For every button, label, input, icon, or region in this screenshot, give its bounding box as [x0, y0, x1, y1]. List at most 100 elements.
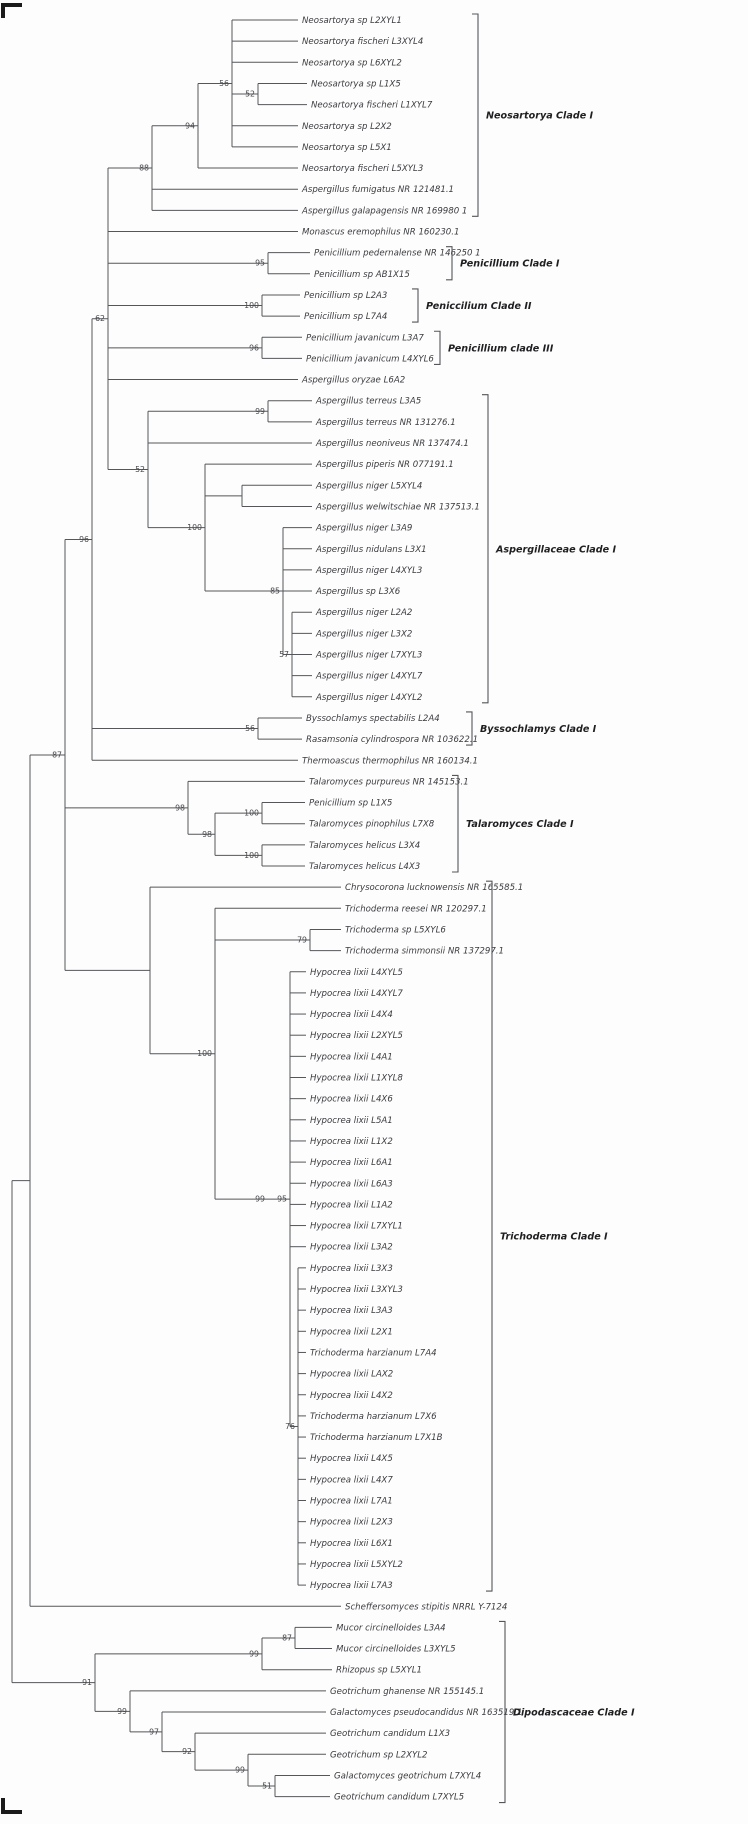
- clade-label: Penicillium Clade I: [460, 259, 560, 270]
- taxon-label: Hypocrea lixii L4X6: [310, 1095, 393, 1105]
- taxon-label: Rasamsonia cylindrospora NR 103622.1: [306, 735, 478, 745]
- taxon-label: Aspergillus welwitschiae NR 137513.1: [315, 502, 480, 512]
- taxon-label: Aspergillus niger L3X2: [315, 629, 412, 639]
- taxon-label: Aspergillus niger L3A9: [315, 524, 412, 534]
- taxon-label: Hypocrea lixii L4X7: [310, 1475, 393, 1485]
- taxon-label: Neosartorya sp L2XYL1: [302, 16, 402, 26]
- taxon-label: Hypocrea lixii L4XYL7: [310, 989, 403, 999]
- taxon-label: Aspergillus sp L3X6: [315, 587, 401, 597]
- taxon-label: Hypocrea lixii LAX2: [310, 1370, 393, 1380]
- taxon-label: Galactomyces pseudocandidus NR 163519.1: [330, 1708, 523, 1718]
- taxon-label: Aspergillus oryzae L6A2: [301, 376, 405, 386]
- taxon-label: Hypocrea lixii L4X2: [310, 1391, 393, 1401]
- bootstrap-value: 98: [202, 830, 212, 839]
- clade-label: Dipodascaceae Clade I: [513, 1708, 635, 1719]
- clade-bracket: [486, 880, 493, 1592]
- taxon-label: Hypocrea lixii L2X3: [310, 1518, 393, 1528]
- taxon-label: Hypocrea lixii L3A2: [310, 1243, 393, 1253]
- bootstrap-value: 57: [279, 650, 289, 659]
- taxon-label: Penicillium sp L1X5: [309, 799, 392, 809]
- bootstrap-value: 96: [249, 343, 259, 352]
- bootstrap-value: 100: [244, 809, 259, 818]
- taxon-label: Galactomyces geotrichum L7XYL4: [334, 1771, 481, 1781]
- taxon-label: Hypocrea lixii L3A3: [310, 1306, 393, 1316]
- taxon-label: Aspergillus niger L7XYL3: [315, 651, 422, 661]
- clade-bracket: [446, 246, 453, 281]
- taxon-label: Hypocrea lixii L5XYL2: [310, 1560, 403, 1570]
- taxon-label: Talaromyces helicus L3X4: [309, 841, 420, 851]
- clade-label: Byssochlamys Clade I: [480, 724, 597, 735]
- taxon-label: Hypocrea lixii L1XYL8: [310, 1074, 403, 1084]
- clade-bracket: [452, 774, 459, 873]
- clade-label: Trichoderma Clade I: [500, 1232, 608, 1243]
- taxon-label: Trichoderma reesei NR 120297.1: [345, 904, 487, 914]
- taxon-label: Neosartorya fischeri L5XYL3: [302, 164, 423, 174]
- bootstrap-value: 100: [244, 301, 259, 310]
- taxon-label: Aspergillus galapagensis NR 169980 1: [301, 206, 467, 216]
- taxon-label: Aspergillus niger L4XYL2: [315, 693, 422, 703]
- clade-label: Talaromyces Clade I: [466, 819, 574, 830]
- bootstrap-value: 99: [255, 407, 265, 416]
- taxon-label: Hypocrea lixii L5A1: [310, 1116, 393, 1126]
- taxon-label: Hypocrea lixii L7A3: [310, 1581, 393, 1591]
- taxon-label: Aspergillus terreus L3A5: [315, 397, 421, 407]
- clade-label: Aspergillaceae Clade I: [495, 544, 616, 555]
- clade-bracket: [482, 394, 489, 704]
- taxon-label: Aspergillus niger L4XYL3: [315, 566, 422, 576]
- bootstrap-value: 56: [245, 724, 255, 733]
- taxon-label: Neosartorya sp L2X2: [302, 122, 392, 132]
- taxon-label: Hypocrea lixii L3X3: [310, 1264, 393, 1274]
- taxon-label: Aspergillus niger L5XYL4: [315, 481, 422, 491]
- bootstrap-value: 87: [52, 750, 62, 759]
- taxon-label: Mucor circinelloides L3A4: [336, 1623, 446, 1633]
- taxon-label: Geotrichum ghanense NR 155145.1: [330, 1687, 484, 1697]
- bootstrap-value: 96: [79, 535, 89, 544]
- taxon-label: Monascus eremophilus NR 160230.1: [302, 228, 459, 238]
- taxon-label: Talaromyces helicus L4X3: [309, 862, 420, 872]
- taxon-label: Aspergillus fumigatus NR 121481.1: [301, 185, 454, 195]
- taxon-label: Geotrichum candidum L1X3: [330, 1729, 450, 1739]
- taxon-label: Trichoderma harzianum L7X1B: [310, 1433, 443, 1443]
- clade-label: Neosartorya Clade I: [486, 111, 594, 122]
- taxon-label: Aspergillus nidulans L3X1: [315, 545, 427, 555]
- taxon-label: Trichoderma sp L5XYL6: [345, 925, 446, 935]
- taxon-label: Thermoascus thermophilus NR 160134.1: [302, 756, 478, 766]
- corner-mark-bottom-left: [1, 1798, 22, 1814]
- bootstrap-value: 95: [255, 259, 265, 268]
- taxon-label: Penicillium sp AB1X15: [314, 270, 410, 280]
- bootstrap-value: 85: [270, 587, 280, 596]
- clade-label: Peniccilium Clade II: [426, 301, 532, 312]
- bootstrap-value: 99: [235, 1766, 245, 1775]
- taxon-label: Penicillium javanicum L4XYL6: [306, 354, 434, 364]
- taxon-label: Penicillium sp L7A4: [304, 312, 387, 322]
- bootstrap-value: 92: [182, 1747, 192, 1756]
- taxon-label: Neosartorya sp L1X5: [311, 79, 401, 89]
- taxon-label: Hypocrea lixii L7XYL1: [310, 1222, 403, 1232]
- taxon-label: Hypocrea lixii L1X2: [310, 1137, 393, 1147]
- bootstrap-value: 76: [285, 1422, 295, 1431]
- clade-bracket: [434, 330, 441, 365]
- taxon-label: Aspergillus piperis NR 077191.1: [315, 460, 454, 470]
- taxon-label: Aspergillus terreus NR 131276.1: [315, 418, 456, 428]
- taxon-label: Aspergillus neoniveus NR 137474.1: [315, 439, 469, 449]
- taxon-label: Aspergillus niger L4XYL7: [315, 672, 423, 682]
- taxon-label: Hypocrea lixii L6X1: [310, 1539, 393, 1549]
- bootstrap-value: 100: [187, 523, 202, 532]
- taxon-label: Penicillium javanicum L3A7: [306, 333, 424, 343]
- bootstrap-value: 52: [135, 465, 145, 474]
- taxon-label: Hypocrea lixii L2XYL5: [310, 1031, 403, 1041]
- taxon-label: Hypocrea lixii L2X1: [310, 1327, 393, 1337]
- taxon-label: Neosartorya sp L6XYL2: [302, 58, 402, 68]
- taxon-label: Hypocrea lixii L4X5: [310, 1454, 393, 1464]
- taxon-label: Trichoderma simmonsii NR 137297.1: [345, 947, 504, 957]
- taxon-label: Hypocrea lixii L6A3: [310, 1179, 393, 1189]
- bootstrap-value: 100: [244, 851, 259, 860]
- taxon-label: Rhizopus sp L5XYL1: [336, 1666, 422, 1676]
- taxon-label: Mucor circinelloides L3XYL5: [336, 1645, 456, 1655]
- bootstrap-value: 56: [219, 79, 229, 88]
- bootstrap-value: 91: [82, 1678, 92, 1687]
- taxon-label: Hypocrea lixii L4X4: [310, 1010, 393, 1020]
